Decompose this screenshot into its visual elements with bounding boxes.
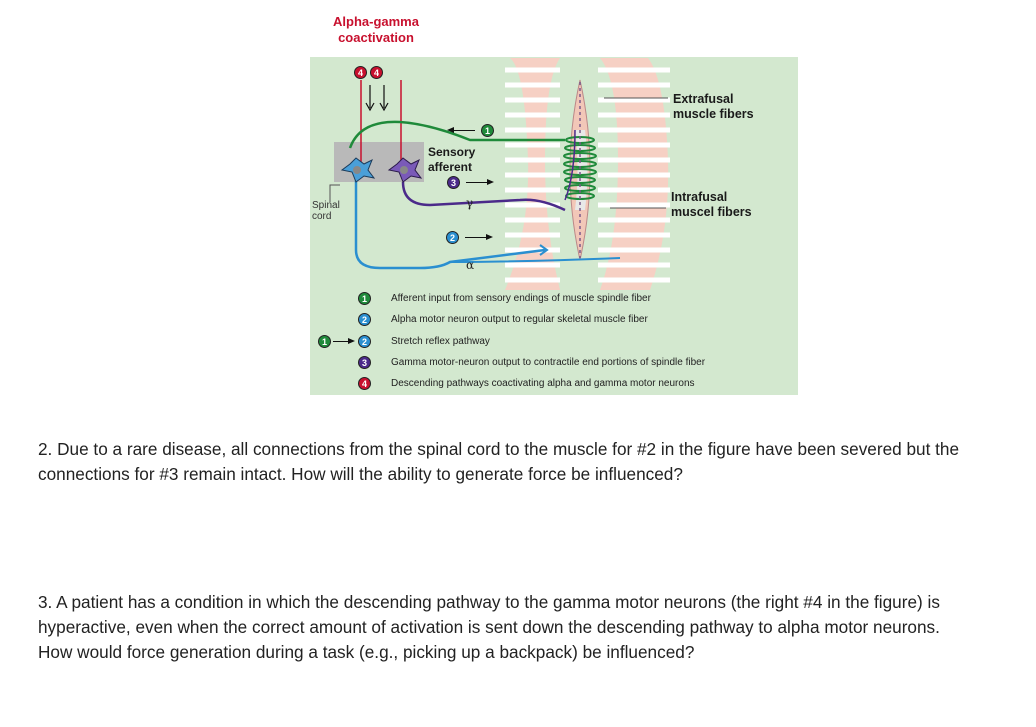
figure-title-line2: coactivation [338,30,414,45]
legend-item-5: Descending pathways coactivating alpha a… [391,378,695,389]
intrafusal-spindle [563,79,597,261]
badge-3-diagram: 3 [447,176,460,189]
legend-badge-3: 3 [358,356,371,369]
badge-2-diagram: 2 [446,231,459,244]
badge-4-right: 4 [370,66,383,79]
alpha-motor-neuron [340,157,376,183]
legend-badge-4: 4 [358,377,371,390]
arrow-right-icon [333,338,355,344]
figure-title-line1: Alpha-gamma [333,14,419,29]
legend-badge-1: 1 [358,292,371,305]
badge-4-left: 4 [354,66,367,79]
sensory-label-line2: afferent [428,160,473,174]
spinal-cord-label: Spinal cord [312,200,340,222]
legend-badge-1-prefix: 1 [318,335,331,348]
extrafusal-label-line1: Extrafusal [673,92,734,106]
gamma-motor-neuron [387,157,423,183]
badge-1-diagram: 1 [481,124,494,137]
gamma-symbol: γ [466,196,474,210]
alpha-fiber [354,178,546,270]
spinal-label-line1: Spinal [312,200,340,211]
gamma-fiber [401,181,566,212]
legend-item-2: Alpha motor neuron output to regular ske… [391,314,648,325]
figure-title: Alpha-gamma coactivation [316,14,436,46]
question-3: 3. A patient has a condition in which th… [38,592,940,662]
extrafusal-label: Extrafusal muscle fibers [673,92,754,122]
extrafusal-label-line2: muscle fibers [673,107,754,121]
alpha-symbol: α [466,258,475,272]
question-2: 2. Due to a rare disease, all connection… [38,439,960,484]
intrafusal-label-line2: muscel fibers [671,205,752,219]
legend-badge-2b: 2 [358,335,371,348]
arrow-right-icon [465,234,493,240]
afferent-fiber [348,120,565,149]
arrow-right-icon [466,179,494,185]
spinal-label-line2: cord [312,211,332,222]
intrafusal-label: Intrafusal muscel fibers [671,190,752,220]
legend-item-4: Gamma motor-neuron output to contractile… [391,357,706,368]
intrafusal-label-line1: Intrafusal [671,190,728,204]
legend-item-1: Afferent input from sensory endings of m… [391,293,651,304]
legend-badge-2: 2 [358,313,371,326]
muscle-spindle-diagram [329,58,670,290]
sensory-afferent-label: Sensory afferent [428,145,475,175]
extrafusal-fibers [505,58,670,290]
legend-item-3: Stretch reflex pathway [391,336,490,347]
arrow-left-icon [447,127,475,133]
sensory-label-line1: Sensory [428,145,476,159]
